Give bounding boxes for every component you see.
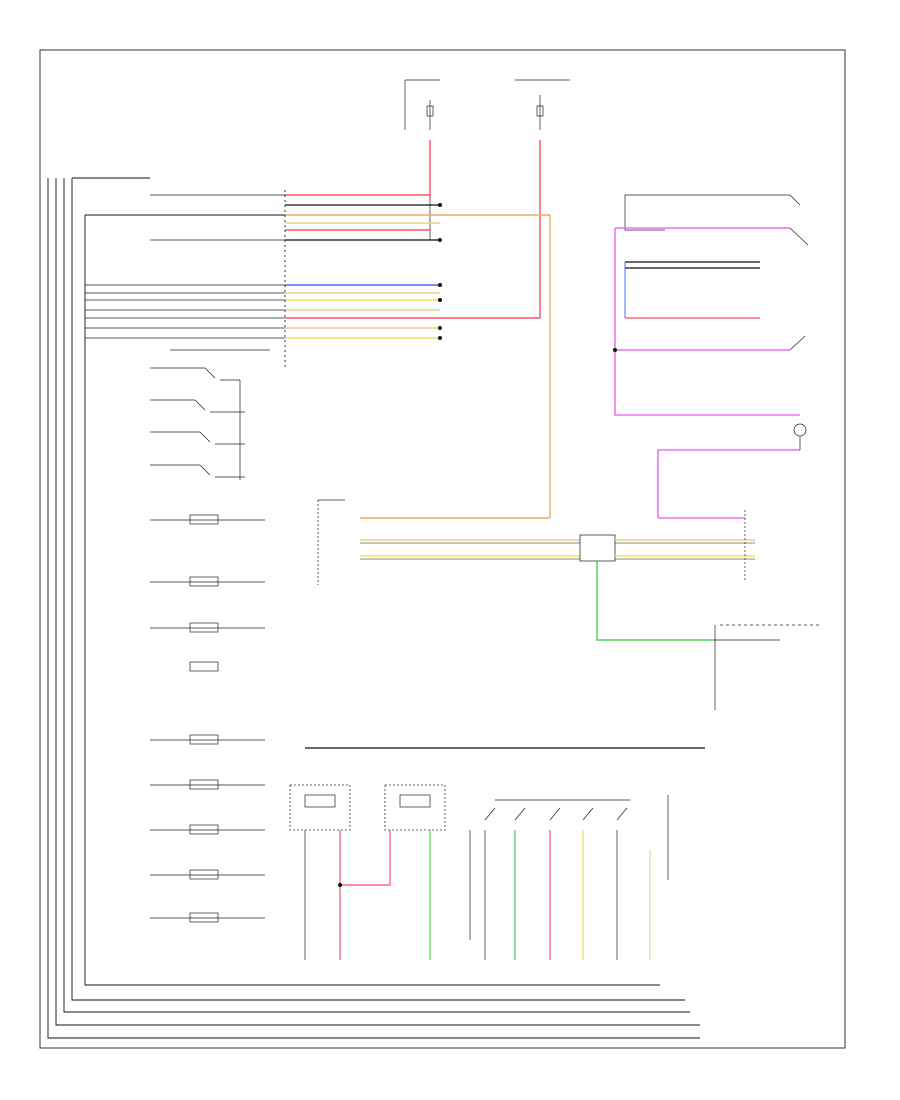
- input-speed-sensor: [289, 784, 351, 831]
- steering-wheel-controls: [657, 423, 807, 580]
- solenoid-column: [150, 514, 265, 923]
- tap-shift-switches: [613, 194, 809, 416]
- power-feeds: [404, 79, 570, 318]
- transmission-sensors: [289, 747, 705, 960]
- fuse-1: [426, 105, 434, 117]
- tcm-connector: [284, 190, 442, 370]
- fuse-2: [536, 105, 544, 117]
- assembly-brackets: [47, 177, 700, 1039]
- output-speed-sensor: [384, 784, 446, 831]
- tcm-connector-wires: [85, 194, 551, 518]
- splice-pack: [579, 534, 616, 562]
- ecm-module: [317, 499, 755, 585]
- can-bus-to-cluster: [596, 561, 820, 710]
- internal-mode-switches: [150, 367, 245, 480]
- diagram-frame: [39, 49, 846, 1049]
